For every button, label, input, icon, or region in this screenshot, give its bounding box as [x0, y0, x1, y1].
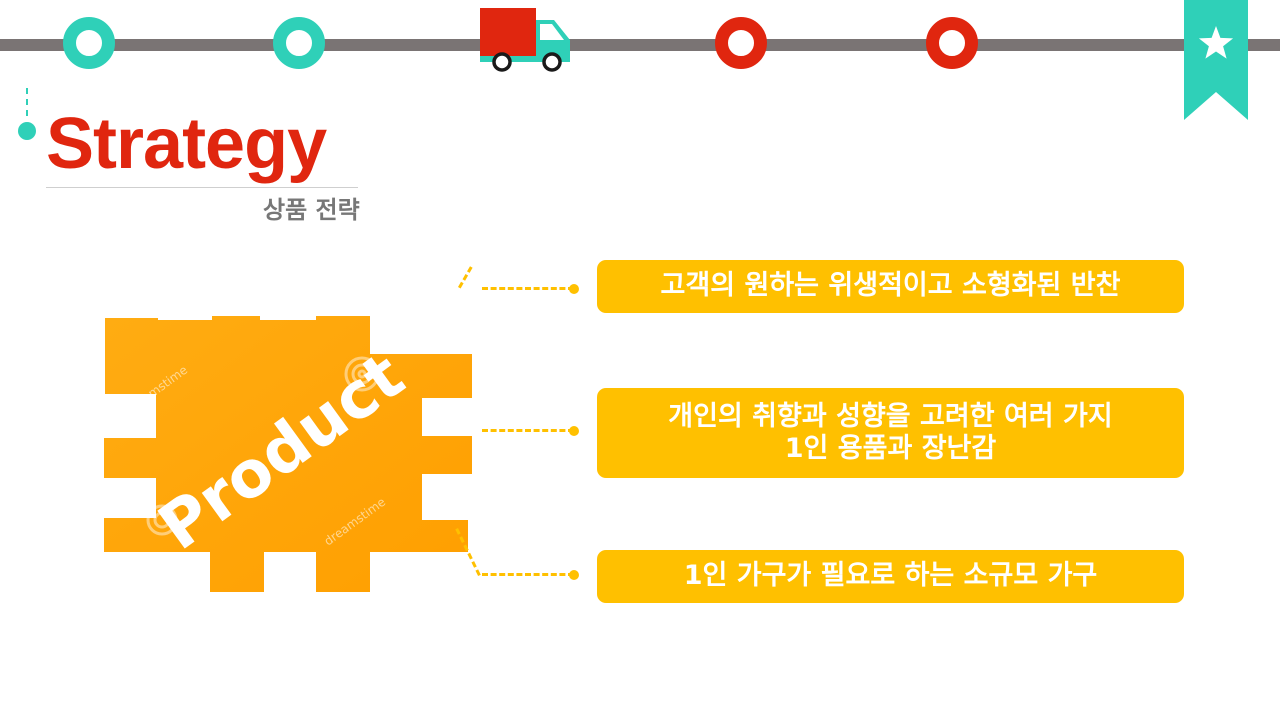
connector-line-3: [482, 573, 574, 576]
strategy-point-text: 1인 가구가 필요로 하는 소규모 가구: [683, 560, 1098, 592]
connector-dot-3: [569, 570, 579, 580]
accent-dashed-line: [26, 88, 28, 116]
strategy-point-text: 개인의 취향과 성향을 고려한 여러 가지: [668, 400, 1113, 432]
timeline-ring-5: [926, 17, 978, 69]
truck-icon: [480, 8, 570, 72]
timeline-bar: [0, 39, 1280, 51]
page-subtitle: 상품 전략: [263, 196, 360, 224]
strategy-point-text: 1인 용품과 장난감: [784, 433, 997, 464]
title-underline: [46, 187, 358, 188]
product-puzzle-image: dreamstime dreamstime Product: [104, 316, 472, 592]
connector-line-1: [482, 287, 574, 290]
star-bookmark-icon: [1184, 0, 1248, 120]
connector-dot-2: [569, 426, 579, 436]
watermark-swirl-icon: [146, 504, 178, 536]
strategy-point-2: 개인의 취향과 성향을 고려한 여러 가지 1인 용품과 장난감: [597, 388, 1184, 478]
page-title: Strategy: [46, 104, 327, 184]
timeline-ring-2: [273, 17, 325, 69]
timeline-ring-4: [715, 17, 767, 69]
strategy-point-text: 고객의 원하는 위생적이고 소형화된 반찬: [660, 270, 1121, 302]
connector-diagonal: [458, 266, 473, 289]
strategy-point-1: 고객의 원하는 위생적이고 소형화된 반찬: [597, 260, 1184, 313]
connector-dot-1: [569, 284, 579, 294]
watermark-swirl-icon: [344, 356, 380, 392]
connector-line-2: [482, 429, 574, 432]
accent-dot: [18, 122, 36, 140]
timeline-ring-1: [63, 17, 115, 69]
strategy-point-3: 1인 가구가 필요로 하는 소규모 가구: [597, 550, 1184, 603]
